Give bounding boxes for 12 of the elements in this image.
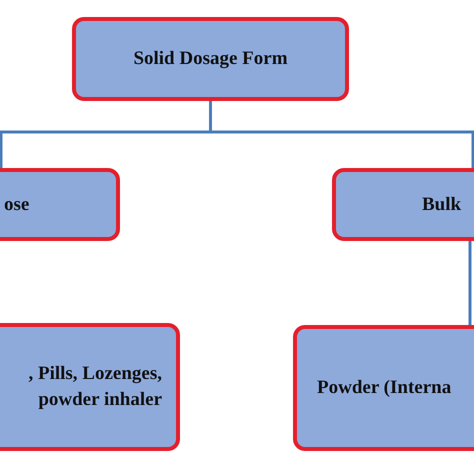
box-label: , Pills, Lozenges, powder inhaler [27,362,162,412]
category-box [0,323,180,451]
connector-line [468,241,472,325]
box-label: Solid Dosage Form [133,47,288,72]
category-box [332,168,474,241]
category-box [72,17,349,101]
box-label: Bulk [422,192,462,217]
box-label: ose [4,192,30,217]
connector-line [209,101,474,168]
category-box [0,168,120,241]
box-label: Powder (Interna [317,376,452,400]
category-box [293,325,474,451]
